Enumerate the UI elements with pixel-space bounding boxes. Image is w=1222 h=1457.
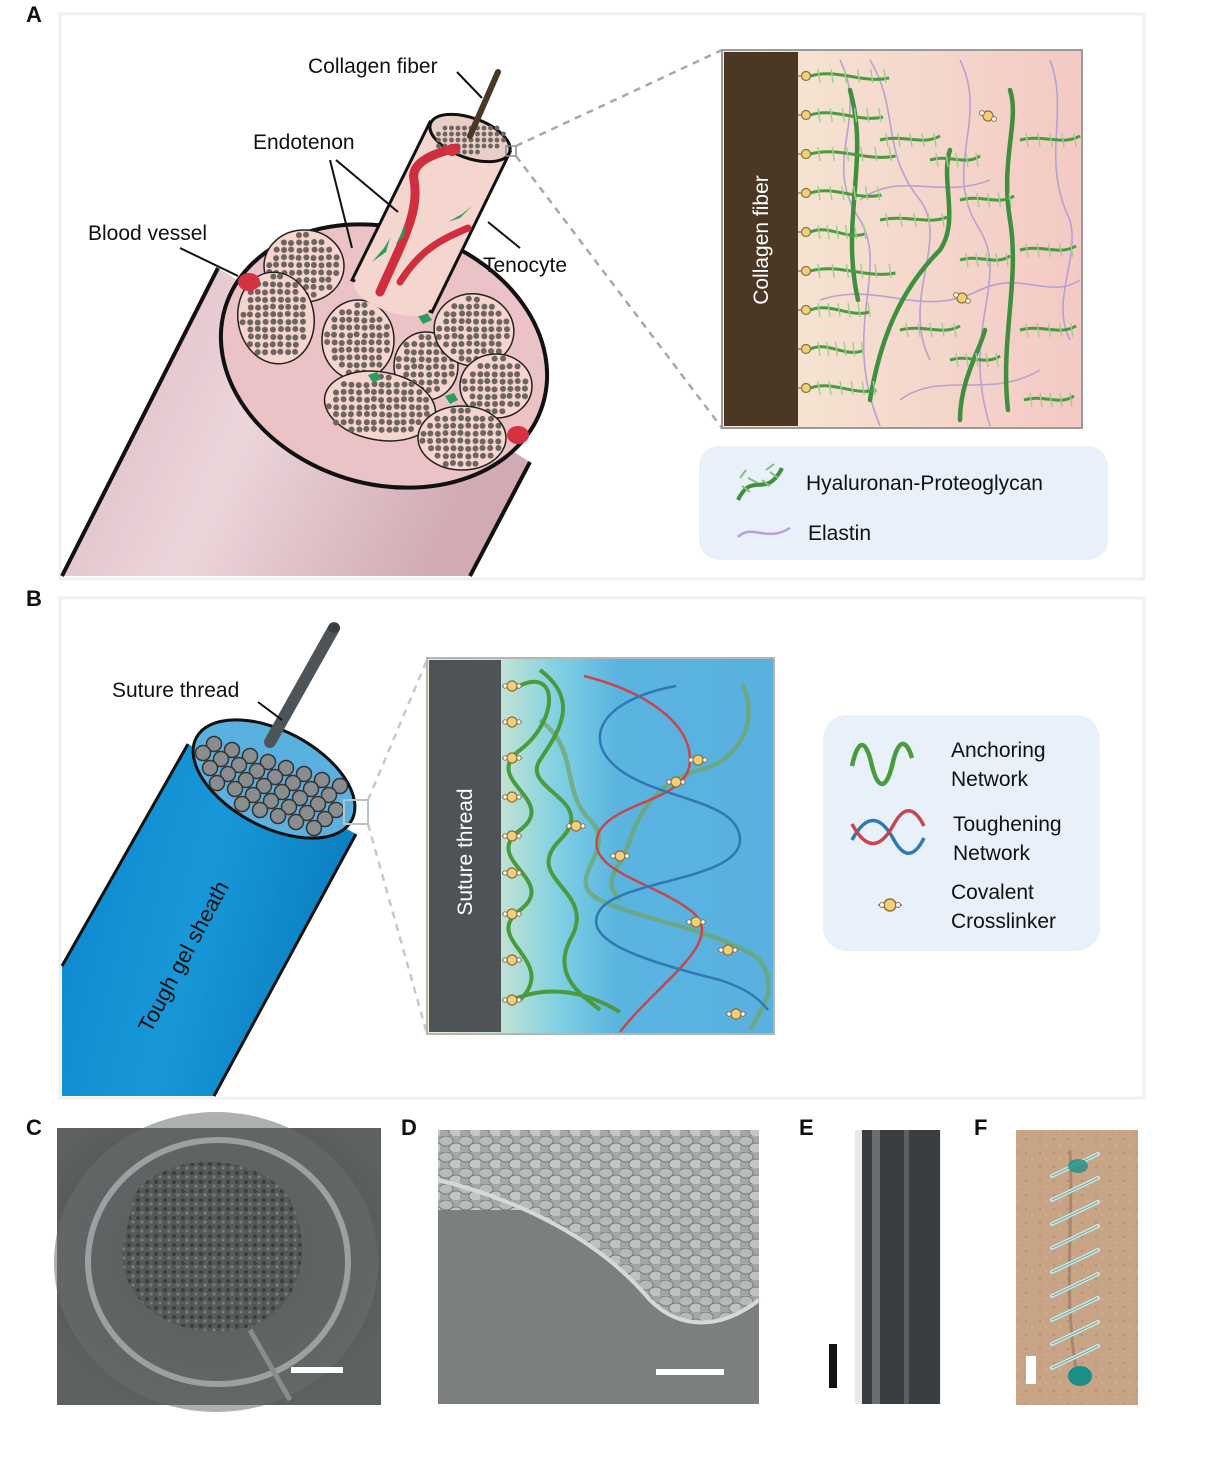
- inset-a-collagen-wall: [724, 52, 798, 426]
- panel-label-a: A: [26, 2, 42, 27]
- inset-b-suture-wall: [429, 660, 501, 1032]
- knot: [1068, 1366, 1092, 1386]
- tenocyte-icon: [445, 393, 458, 404]
- zoom-marker: [505, 145, 517, 157]
- sheath-illustration: Tough gel sheath: [60, 622, 369, 1097]
- legend-crosslinker-label-2: Crosslinker: [951, 910, 1056, 933]
- sem-image-interface: [437, 1130, 761, 1404]
- legend-toughening-icon: [850, 809, 926, 855]
- legend-anchoring-icon: [849, 741, 915, 787]
- inset-a-wall-label: Collagen fiber: [750, 175, 773, 305]
- label-collagen-fiber: Collagen fiber: [308, 55, 438, 78]
- legend-crosslinker-icon: [878, 898, 902, 912]
- legend-crosslinker-label-1: Covalent: [951, 881, 1034, 904]
- suture-core-texture: [121, 1161, 302, 1332]
- fascicle-group: [236, 229, 533, 471]
- label-blood-vessel: Blood vessel: [88, 222, 207, 245]
- collagen-fiber-rod: [467, 69, 501, 139]
- tendon-illustration: [60, 69, 550, 577]
- photo-suture-strand: [829, 1130, 941, 1404]
- tenocyte-icon: [372, 238, 390, 262]
- stitch-group: [1050, 1149, 1100, 1386]
- legend-toughening-label-2: Network: [953, 842, 1031, 865]
- inset-a: Collagen fiber: [721, 49, 1083, 429]
- tenocyte-icon: [418, 313, 432, 324]
- suture-fibers: [194, 735, 349, 837]
- legend-anchoring-label-2: Network: [951, 768, 1029, 791]
- scale-bar-d: [656, 1369, 724, 1375]
- label-tenocyte: Tenocyte: [483, 254, 567, 277]
- blood-vessel-cross-section-2: [507, 426, 529, 444]
- legend-toughening-label-1: Toughening: [953, 813, 1062, 836]
- inset-a-network: [798, 59, 1081, 427]
- photo-sutured-skin: [1016, 1130, 1138, 1405]
- legend-anchoring-label-1: Anchoring: [951, 739, 1046, 762]
- sem-image-cross-section: [54, 1112, 381, 1412]
- legend-b: [823, 715, 1100, 951]
- zoom-marker-b: [343, 799, 369, 825]
- suture-thread-rod: [264, 622, 340, 748]
- label-endotenon: Endotenon: [253, 131, 355, 154]
- panel-label-d: D: [401, 1115, 417, 1140]
- blood-vessel-cross-section: [238, 273, 260, 291]
- scale-bar-c: [291, 1367, 343, 1373]
- panel-label-f: F: [974, 1115, 987, 1140]
- inset-b: Suture thread: [426, 657, 775, 1035]
- tenocyte-icon: [396, 224, 406, 244]
- legend-hyaluronan-label: Hyaluronan-Proteoglycan: [806, 472, 1043, 495]
- inset-b-wall-label: Suture thread: [454, 788, 477, 915]
- label-suture-thread: Suture thread: [112, 679, 239, 702]
- panel-label-b: B: [26, 586, 42, 611]
- legend-hyaluronan-icon: [736, 463, 784, 501]
- scale-bar-f: [1026, 1356, 1036, 1384]
- panel-label-c: C: [26, 1115, 42, 1140]
- blood-vessel: [375, 143, 461, 297]
- fascicle-top-fibrils: [436, 125, 506, 155]
- tenocyte-icon: [368, 372, 381, 383]
- legend-elastin-icon: [737, 526, 791, 538]
- legend-elastin-label: Elastin: [808, 522, 871, 545]
- scale-bar-e: [829, 1344, 837, 1388]
- panel-label-e: E: [799, 1115, 814, 1140]
- fascicle: [236, 271, 316, 365]
- inset-b-network: [502, 668, 771, 1033]
- legend-a: [699, 446, 1108, 560]
